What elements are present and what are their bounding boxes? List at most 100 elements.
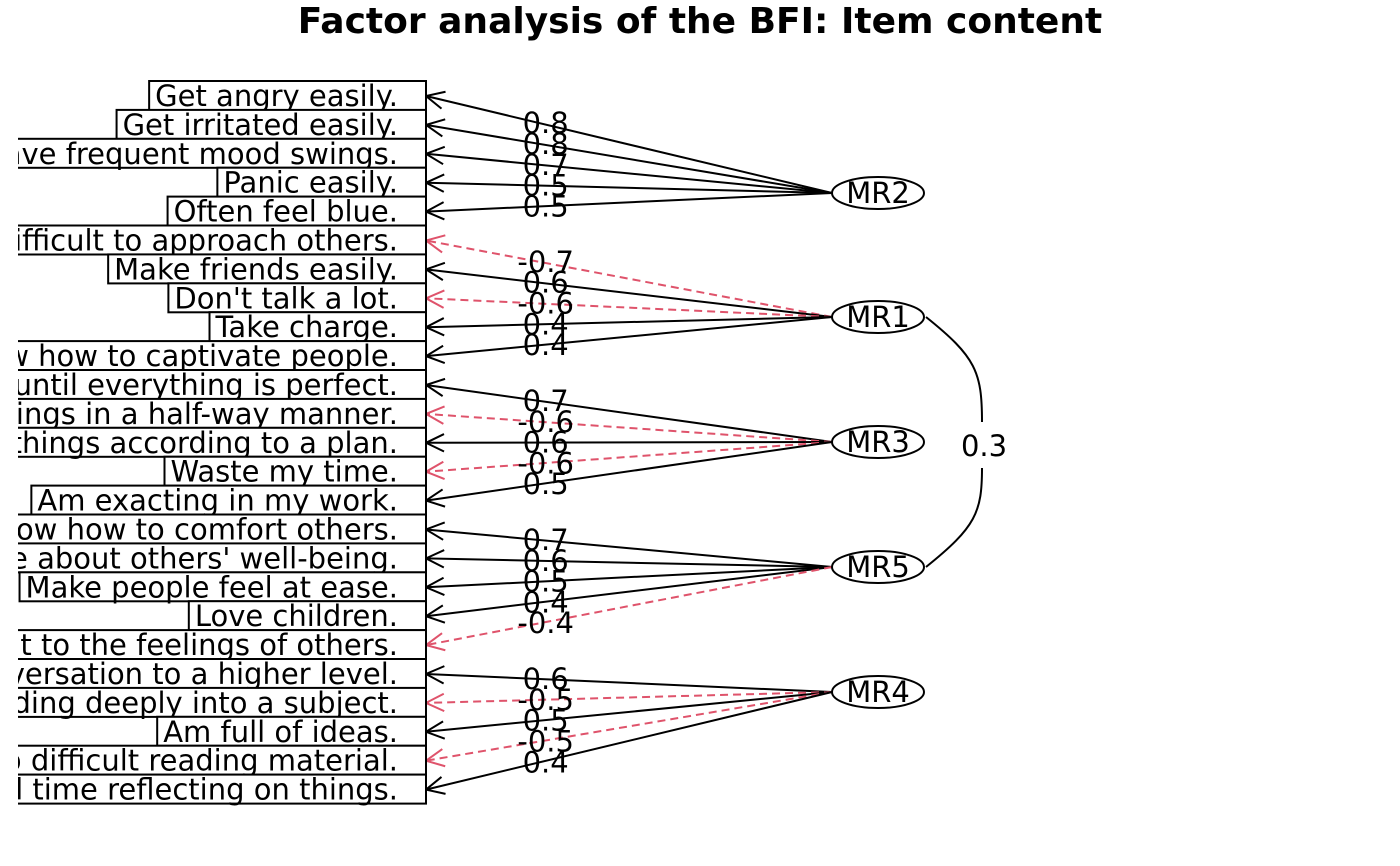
item-label: Take charge. [215,310,398,344]
loading-edge [423,691,833,795]
loading-edge [423,433,833,453]
item-box: Do things in a half-way manner. [0,397,427,431]
item-boxes: Get angry easily.Get irritated easily.Ha… [0,79,427,807]
item-label: Waste my time. [171,455,399,489]
item-box: Continue until everything is perfect. [18,368,427,402]
factor-label: MR4 [846,675,910,709]
item-label: Will not probe deeply into difficult rea… [0,744,398,778]
loading-value: 0.6 [523,662,569,696]
item-box-frame [18,773,427,805]
factor-correlations: 0.3 [925,316,1007,568]
item-box: Have frequent mood swings. [0,137,427,171]
item-box-frame [18,542,427,574]
item-label: Get irritated easily. [123,108,398,142]
loading-line [425,691,833,704]
loading-line [425,566,833,618]
loading-value: -0.7 [517,245,574,279]
factor-ellipse [831,176,925,210]
item-box-frame [107,253,427,285]
loading-value: 0.7 [523,523,569,557]
factor-node-mr4: MR4 [831,675,925,709]
loading-value: 0.6 [523,426,569,460]
loading-edge [423,145,833,194]
item-box-frame [18,340,427,372]
item-label: Love children. [195,599,398,633]
item-label: Have frequent mood swings. [0,137,398,171]
item-box-frame [18,224,427,256]
loading-line [425,268,833,318]
item-box: Inquire about others' well-being. [0,541,427,575]
item-box-frame [208,311,427,343]
item-box-frame [18,426,427,458]
loading-edge [423,90,833,194]
item-box-frame [18,513,427,545]
loading-edge [423,549,833,569]
item-box-frame [156,715,427,747]
item-box-frame [18,137,427,169]
item-label: Make friends easily. [114,252,398,286]
loading-edge [423,118,833,194]
factor-label: MR1 [846,300,910,334]
loading-line [425,557,833,568]
correlation-value: 0.3 [961,429,1007,463]
item-box: Spend time reflecting on things. [18,773,427,807]
loading-value: 0.7 [523,384,569,418]
factor-ellipse [831,300,925,334]
loading-line [425,412,833,443]
loading-line [425,95,833,194]
loading-edge [423,441,833,480]
loading-edge [423,691,833,768]
item-box-frame [166,195,427,227]
item-box: Make friends easily. [107,252,427,286]
loading-value: -0.5 [517,683,574,717]
loading-value: 0.5 [523,467,569,501]
loading-value: 0.4 [523,745,569,779]
item-box: Am exacting in my work. [30,484,427,518]
loading-value: 0.7 [523,148,569,182]
item-box: Know how to comfort others. [0,513,427,547]
loading-line [425,566,833,647]
item-box: Make people feel at ease. [18,570,427,604]
factor-label: MR5 [846,550,910,584]
loading-value: 0.4 [523,585,569,619]
item-box-frame [167,282,427,314]
item-box-frame [216,166,427,198]
item-box: Am indifferent to the feelings of others… [18,628,427,662]
loading-line [425,316,833,358]
factor-label: MR3 [846,425,910,459]
loading-edges [423,90,833,795]
loading-edge [423,691,833,713]
item-label: Know how to captivate people. [0,339,398,373]
loading-line [425,297,833,318]
item-box-frame [18,397,427,429]
loading-line [425,441,833,473]
item-label: Don't talk a lot. [174,281,398,315]
loading-value: 0.4 [523,307,569,341]
loading-line [425,441,833,502]
loading-line [425,181,833,194]
factor-ellipse [831,425,925,459]
item-box: Do things according to a plan. [18,426,427,460]
item-box: Know how to captivate people. [0,339,427,373]
item-box-frame [163,455,427,487]
loading-line [425,239,833,318]
correlation-arc-lower [925,467,983,568]
loading-value: -0.5 [517,724,574,758]
item-label: Know how to comfort others. [0,513,398,547]
item-label: Often feel blue. [174,195,398,229]
item-label: Do things in a half-way manner. [0,397,398,431]
item-box: Find it difficult to approach others. [18,224,427,258]
loading-value: 0.5 [523,565,569,599]
loading-line [425,441,833,444]
item-label: Inquire about others' well-being. [0,541,398,575]
loading-value: 0.5 [523,189,569,223]
loading-value: 0.5 [523,169,569,203]
item-box-frame [115,108,427,140]
loading-value: -0.6 [517,405,574,439]
factor-ellipse [831,550,925,584]
loading-value: 0.6 [523,544,569,578]
item-box: Love children. [187,599,427,633]
loading-line [425,316,833,329]
loading-edge [423,665,833,693]
loading-line [425,192,833,213]
